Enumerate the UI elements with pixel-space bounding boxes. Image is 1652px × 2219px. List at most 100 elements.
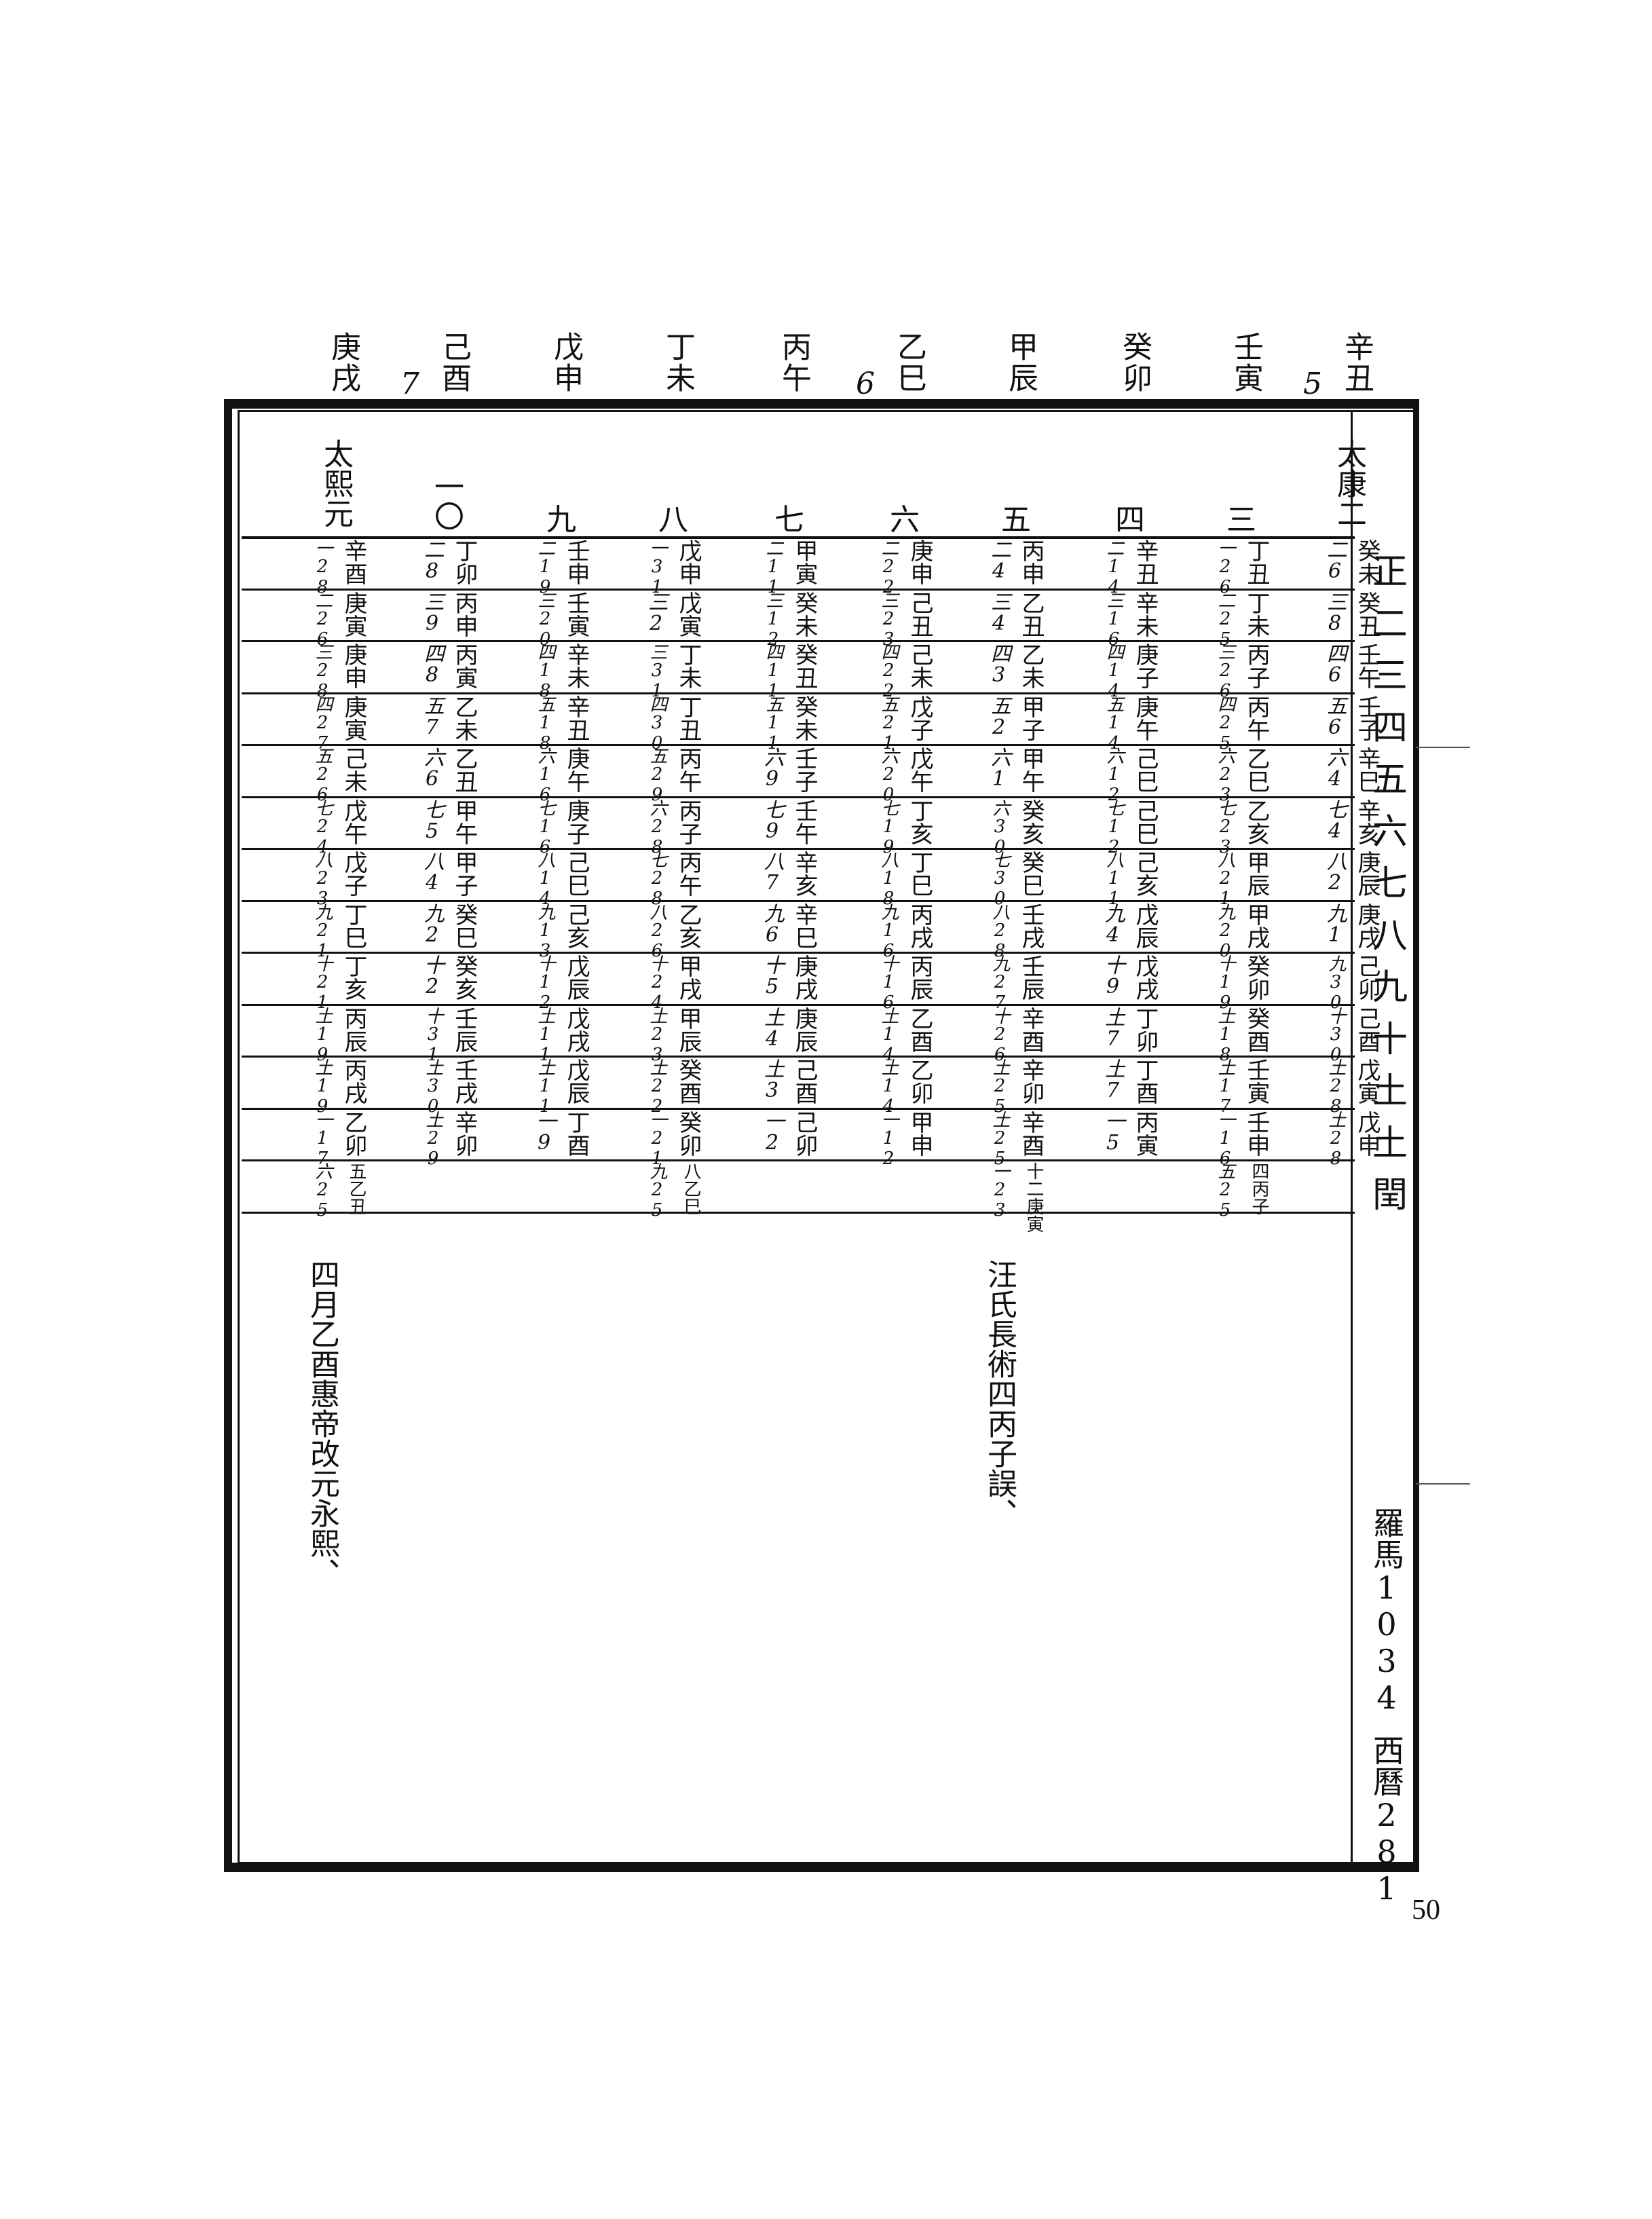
month-header: 土 <box>1372 1071 1408 1112</box>
cell-ganzhi: 丁酉 <box>563 1110 590 1157</box>
cell-ganzhi: 己巳 <box>1131 798 1159 845</box>
cell-date: 二26 <box>312 591 333 650</box>
cell-date: 十21 <box>312 954 333 1013</box>
month-header: 十 <box>1372 1019 1408 1060</box>
cell-date: 十2 <box>420 954 444 999</box>
cell-date: 土4 <box>760 1006 784 1051</box>
cell-date: 八4 <box>420 851 444 895</box>
cell-date: 七24 <box>312 798 333 857</box>
row-divider <box>242 536 1355 539</box>
cell-date: 五29 <box>647 747 667 805</box>
month-header: 正 <box>1372 552 1408 593</box>
cell-ganzhi: 壬戌 <box>451 1058 478 1104</box>
cell-date: 一2 <box>760 1110 784 1155</box>
cell-date: 四30 <box>647 694 667 753</box>
cell-date: 六16 <box>535 747 555 805</box>
cell-date: 八18 <box>878 851 899 909</box>
cell-ganzhi: 甲戌 <box>1243 902 1270 949</box>
row-divider <box>242 588 1355 591</box>
cell-date: 七23 <box>1215 798 1235 857</box>
cell-date: 土7 <box>1101 1058 1125 1102</box>
reign-title: 四 <box>1110 504 1144 534</box>
cell-date: 六20 <box>878 747 899 805</box>
cell-ganzhi: 丁丑 <box>675 694 702 741</box>
cell-date: 六1 <box>987 747 1011 791</box>
cell-date: 土19 <box>312 1006 333 1065</box>
column-note: 四月乙酉惠帝改元永熙、 <box>305 1259 339 1588</box>
cell-date: 一23 <box>990 1162 1010 1220</box>
cell-date: 九6 <box>760 902 784 947</box>
cell-ganzhi: 己酉 <box>791 1058 818 1104</box>
cell-ganzhi: 庚子 <box>1131 643 1159 689</box>
cell-date: 三12 <box>763 591 783 650</box>
year-label: 戊申 <box>548 331 583 394</box>
cell-ganzhi: 庚辰 <box>791 1006 818 1053</box>
row-divider <box>242 1211 1355 1214</box>
cell-ganzhi: 癸巳 <box>451 902 478 949</box>
cell-ganzhi: 辛未 <box>563 643 590 689</box>
table-inner-border <box>238 410 1415 1864</box>
cell-date: 五21 <box>878 694 899 753</box>
cell-date: 七30 <box>990 851 1010 909</box>
cell-date: 九4 <box>1101 902 1125 947</box>
cell-date: 十12 <box>535 954 555 1013</box>
month-header: 閏 <box>1372 1175 1408 1216</box>
cell-date: 二25 <box>1215 591 1235 650</box>
cell-date: 一26 <box>1215 539 1235 597</box>
cell-ganzhi: 庚子 <box>563 798 590 845</box>
cell-ganzhi: 十二庚寅 <box>1024 1162 1044 1233</box>
cell-date: 六6 <box>420 747 444 791</box>
cell-date: 十16 <box>878 954 899 1013</box>
cell-date: 五18 <box>535 694 555 753</box>
cell-ganzhi: 癸酉 <box>1243 1006 1270 1053</box>
cell-date: 三26 <box>1215 643 1235 701</box>
cell-ganzhi: 乙亥 <box>675 902 702 949</box>
cell-ganzhi: 壬戌 <box>1017 902 1045 949</box>
cell-date: 土25 <box>990 1058 1010 1117</box>
cell-ganzhi: 壬辰 <box>1017 954 1045 1001</box>
cell-date: 十19 <box>1215 954 1235 1013</box>
cell-ganzhi: 乙丑 <box>451 747 478 793</box>
cell-date: 九1 <box>1323 902 1347 947</box>
row-divider <box>242 899 1355 902</box>
reign-title: 太康二 <box>1332 439 1366 528</box>
cell-ganzhi: 丁卯 <box>1131 1006 1159 1053</box>
cell-ganzhi: 辛酉 <box>1017 1006 1045 1053</box>
cell-ganzhi: 辛巳 <box>791 902 818 949</box>
cell-date: 土17 <box>1215 1058 1235 1117</box>
cell-ganzhi: 戊戌 <box>1131 954 1159 1001</box>
cell-date: 五2 <box>987 694 1011 739</box>
cell-date: 五11 <box>763 694 783 753</box>
cell-date: 二19 <box>535 539 555 597</box>
cell-date: 土11 <box>535 1006 555 1065</box>
cell-date: 六28 <box>647 798 667 857</box>
cell-date: 八28 <box>990 902 1010 961</box>
cell-ganzhi: 丁亥 <box>906 798 933 845</box>
cell-ganzhi: 庚寅 <box>340 591 367 637</box>
cell-date: 四22 <box>878 643 899 701</box>
cell-date: 二14 <box>1104 539 1124 597</box>
margin-note: 西曆281 <box>1368 1734 1405 1907</box>
cell-date: 八7 <box>760 851 784 895</box>
cell-ganzhi: 癸酉 <box>675 1058 702 1104</box>
column-divider <box>1413 399 1415 1872</box>
cell-ganzhi: 甲子 <box>1017 694 1045 741</box>
cell-ganzhi: 丙子 <box>675 798 702 845</box>
cell-date: 九20 <box>1215 902 1235 961</box>
cell-ganzhi: 庚戌 <box>791 954 818 1001</box>
month-header: 土 <box>1372 1123 1408 1164</box>
cell-ganzhi: 丙申 <box>451 591 478 637</box>
cell-date: 七12 <box>1104 798 1124 857</box>
reign-title: 一〇 <box>429 471 464 531</box>
cell-ganzhi: 戊辰 <box>563 954 590 1001</box>
cell-date: 土30 <box>423 1058 443 1117</box>
cell-ganzhi: 丙申 <box>1017 539 1045 585</box>
year-label: 乙巳 <box>892 331 926 394</box>
cell-ganzhi: 丙戌 <box>340 1058 367 1104</box>
cell-date: 九13 <box>535 902 555 961</box>
cell-ganzhi: 庚戌 <box>1353 902 1381 949</box>
cell-ganzhi: 甲辰 <box>1243 851 1270 897</box>
cell-date: 一28 <box>312 539 333 597</box>
cell-date: 土14 <box>878 1058 899 1117</box>
cell-ganzhi: 癸卯 <box>675 1110 702 1157</box>
